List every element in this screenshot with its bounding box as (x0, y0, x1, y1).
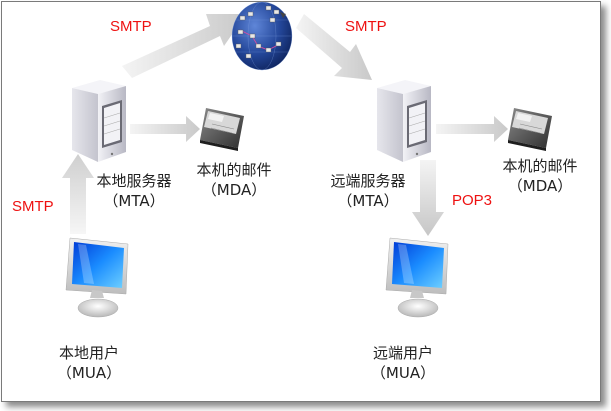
hard-drive-icon (508, 108, 552, 151)
diagram-frame (1, 1, 601, 402)
arrow-remote-server-to-mailbox (436, 116, 508, 142)
local-server-label: 本地服务器 （MTA） (88, 171, 180, 211)
local-mailbox-label: 本机的邮件 （MDA） (188, 160, 280, 200)
node-role: （MDA） (201, 181, 267, 199)
node-role: （MDA） (507, 177, 573, 195)
remote-mailbox-label: 本机的邮件 （MDA） (494, 156, 586, 196)
protocol-label-pop3: POP3 (452, 192, 493, 209)
arrow-local-user-to-server (62, 154, 94, 234)
hard-drive-icon (200, 108, 244, 151)
local-user-label: 本地用户 （MUA） (50, 343, 128, 383)
protocol-label-smtp: SMTP (345, 18, 387, 35)
node-name: 本地用户 (58, 344, 119, 362)
server-icon (377, 80, 431, 162)
arrow-internet-to-remote-server (296, 14, 372, 80)
node-role: （MUA） (370, 364, 436, 382)
node-role: （MTA） (337, 192, 399, 210)
node-name: 本地服务器 (96, 172, 172, 190)
arrow-local-server-to-internet (122, 14, 246, 78)
monitor-icon (385, 237, 449, 318)
remote-server-label: 远端服务器 （MTA） (322, 171, 414, 211)
node-name: 本机的邮件 (502, 157, 578, 175)
remote-user-label: 远端用户 （MUA） (364, 343, 442, 383)
protocol-label-smtp: SMTP (110, 18, 152, 35)
node-role: （MUA） (56, 364, 122, 382)
arrow-remote-server-to-user (412, 160, 444, 236)
node-name: 远端用户 (372, 344, 433, 362)
monitor-icon (65, 237, 129, 318)
node-name: 远端服务器 (330, 172, 406, 190)
server-icon (72, 80, 126, 162)
protocol-label-smtp: SMTP (12, 198, 54, 215)
node-role: （MTA） (103, 192, 165, 210)
node-name: 本机的邮件 (196, 161, 272, 179)
arrow-local-server-to-mailbox (130, 116, 200, 142)
globe-network-icon (231, 1, 293, 71)
